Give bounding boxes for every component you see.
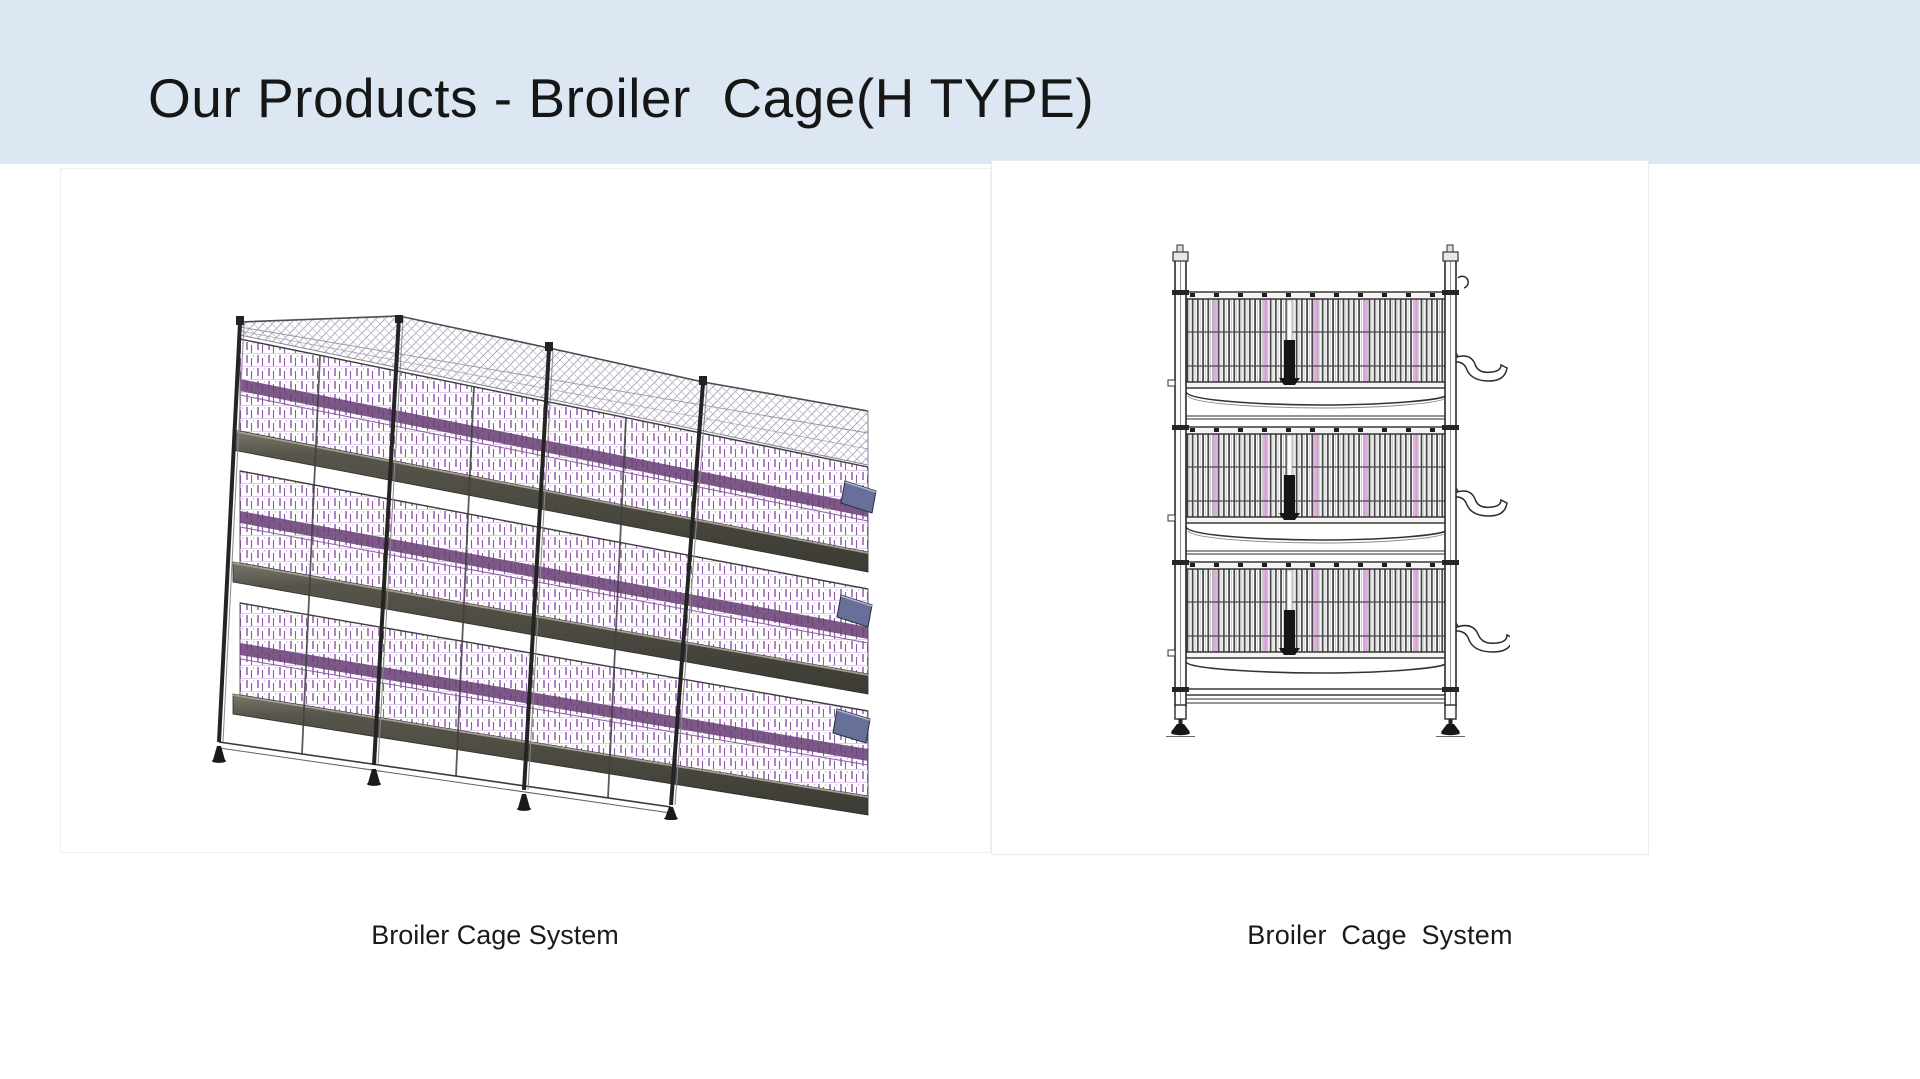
page-title: Our Products - Broiler Cage(H TYPE) <box>148 67 1095 129</box>
bay-partitions <box>301 354 627 799</box>
broiler-cage-isometric-drawing <box>212 315 877 820</box>
top-hook-curl <box>1457 275 1469 289</box>
cage-tiers <box>1177 291 1510 674</box>
broiler-cage-elevation-drawing <box>1166 244 1510 737</box>
legs-and-feet <box>1166 704 1465 737</box>
feet <box>212 746 678 820</box>
left-figure-caption: Broiler Cage System <box>371 920 619 950</box>
frame-posts <box>217 315 708 806</box>
right-figure-caption: Broiler Cage System <box>1247 920 1513 950</box>
bottom-rails <box>218 741 672 814</box>
belt-drive-ends <box>832 480 877 744</box>
feed-lines <box>239 379 869 766</box>
bottom-frame <box>1174 688 1457 704</box>
vertical-posts <box>1167 244 1469 707</box>
header-band: Our Products - Broiler Cage(H TYPE) <box>0 0 1920 164</box>
